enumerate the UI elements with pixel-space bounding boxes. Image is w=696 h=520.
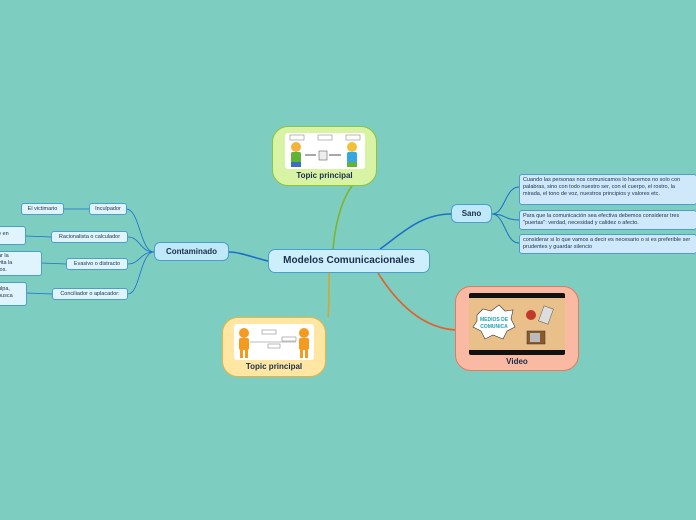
inculpador-node[interactable]: Inculpador bbox=[89, 203, 127, 215]
central-topic[interactable]: Modelos Comunicacionales bbox=[268, 249, 430, 273]
video-thumbnail: MEDIOS DE COMUNICA bbox=[469, 293, 565, 355]
communication-illustration-top bbox=[284, 133, 365, 169]
line-sano-leaf-1 bbox=[491, 186, 520, 215]
sano-leaf-1[interactable]: Cuando las personas nos comunicamos lo h… bbox=[519, 174, 696, 205]
racionalista-node[interactable]: Racionalista o calculador bbox=[51, 231, 128, 243]
sano-leaf-2[interactable]: Para que la comunicación sea efectiva de… bbox=[519, 210, 696, 230]
line-sano-leaf-3 bbox=[491, 213, 520, 244]
video-node[interactable]: MEDIOS DE COMUNICA Video bbox=[455, 286, 579, 371]
evasivo-detail[interactable]: ar la vita la tos. bbox=[0, 251, 42, 276]
line-video bbox=[377, 272, 457, 331]
topic-top-caption: Topic principal bbox=[296, 171, 353, 180]
topic-bottom-caption: Topic principal bbox=[245, 362, 303, 371]
video-caption: Video bbox=[506, 357, 528, 366]
sano-node[interactable]: Sano bbox=[451, 204, 492, 223]
line-sano bbox=[379, 213, 452, 250]
victimario-node[interactable]: El victimario bbox=[21, 203, 64, 215]
evasivo-node[interactable]: Evasivo o distracto bbox=[66, 258, 128, 270]
topic-principal-top[interactable]: Topic principal bbox=[272, 126, 377, 186]
conciliador-detail[interactable]: ulpa, busca bbox=[0, 282, 27, 306]
svg-text:COMUNICA: COMUNICA bbox=[480, 324, 508, 330]
line-topic-top bbox=[332, 185, 353, 250]
topic-principal-bottom[interactable]: Topic principal bbox=[222, 317, 326, 377]
communication-illustration-bottom bbox=[234, 324, 314, 360]
contaminado-node[interactable]: Contaminado bbox=[154, 242, 229, 261]
sano-leaf-3[interactable]: considerar si lo que vamos a decir es ne… bbox=[519, 234, 696, 254]
conciliador-node[interactable]: Conciliador o aplacador: bbox=[52, 288, 128, 300]
line-contaminado bbox=[228, 251, 269, 262]
svg-text:MEDIOS DE: MEDIOS DE bbox=[480, 317, 509, 323]
racionalista-detail[interactable]: e en bbox=[0, 226, 26, 245]
line-topic-bottom bbox=[327, 272, 330, 318]
comic-burst-icon: MEDIOS DE COMUNICA bbox=[472, 304, 516, 340]
